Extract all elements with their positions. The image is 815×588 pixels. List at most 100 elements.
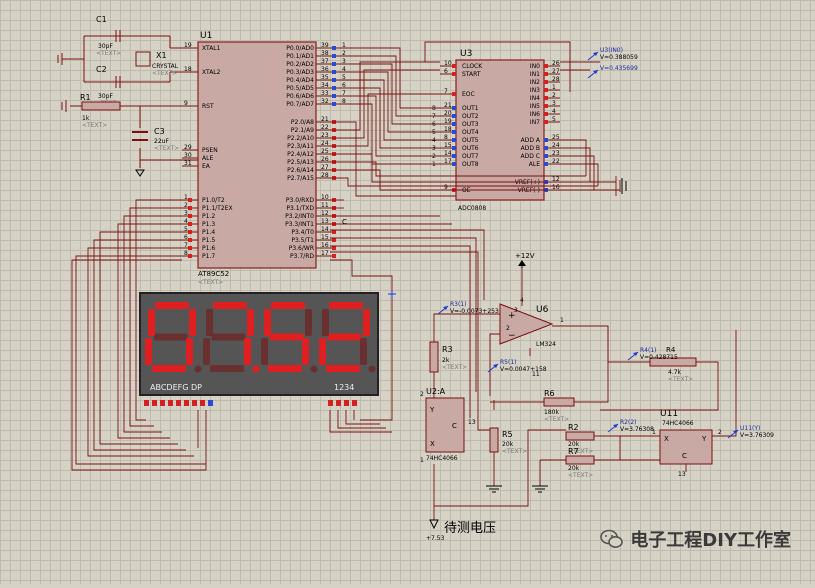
cap-c1[interactable]: C1 30pF <TEXT>: [96, 15, 121, 57]
r5-text: <TEXT>: [502, 448, 527, 455]
adc-pin-number: 27: [552, 68, 560, 75]
display-digit-pin: [336, 400, 341, 406]
display-segment-pin: [144, 400, 149, 406]
mcu-pin-marker: [332, 70, 336, 74]
adc-pin-name: ALE: [529, 161, 540, 168]
segment: [271, 302, 305, 309]
resistor-r2[interactable]: R2 20k <TEXT>: [565, 423, 595, 455]
u11-pin-1: 1: [652, 429, 656, 436]
u11-pin-13: 13: [678, 471, 686, 478]
resistor-r3[interactable]: R3 2k <TEXT>: [429, 341, 467, 373]
r3-text: <TEXT>: [442, 364, 467, 371]
r5-value: 20k: [502, 441, 514, 448]
adc-pin-name: VREF(-): [518, 187, 540, 194]
bus-label: 4: [342, 66, 346, 73]
r3-ref: R3: [442, 345, 453, 354]
mcu-pin-name: P0.2/AD2: [286, 61, 314, 68]
bus-label: 3: [342, 58, 346, 65]
mcu-pin-name: P2.5/A13: [287, 159, 314, 166]
u2a-ref: U2:A: [426, 387, 446, 396]
mcu-pin-number: 5: [184, 226, 188, 233]
resistor-r4[interactable]: R4 4.7k <TEXT>: [649, 346, 697, 383]
adc-pin-name: IN2: [530, 79, 540, 86]
opamp-pin-out: 1: [560, 317, 564, 324]
display-segment-pin: [160, 400, 165, 406]
segment: [211, 333, 246, 341]
adc-pin-name: OUT1: [462, 105, 479, 112]
mcu-pin-number: 37: [321, 58, 329, 65]
adc-pin-marker: [452, 64, 456, 68]
decimal-point: [310, 365, 318, 373]
test-voltage-terminal[interactable]: 待测电压 +7.53: [426, 519, 496, 542]
opamp-pin-plus: 3: [514, 307, 518, 314]
crystal-x1[interactable]: X1 CRYSTAL <TEXT>: [135, 51, 179, 77]
mcu-pin-name: P0.5/AD5: [286, 85, 314, 92]
mcu-pin-name: P2.3/A11: [287, 143, 314, 150]
mcu-pin-marker: [332, 46, 336, 50]
resistor-r7[interactable]: R7 20k <TEXT>: [565, 447, 595, 479]
c3-text: <TEXT>: [154, 145, 179, 152]
mcu-pin-name: P3.1/TXD: [286, 205, 314, 212]
probe-name: R2(2): [620, 419, 637, 426]
mcu-pin-name: P2.6/A14: [287, 167, 314, 174]
mcu-pin-name: P2.2/A10: [287, 135, 314, 142]
r1-value: 1k: [82, 115, 90, 122]
segment: [305, 309, 312, 336]
bus-label: 6: [342, 82, 346, 89]
analog-switch-u11[interactable]: U11 74HC4066 X Y C 1 2 13: [652, 409, 722, 478]
cap-c3[interactable]: C3 22uF <TEXT>: [132, 127, 179, 152]
segment: [148, 309, 155, 336]
watermark: 电子工程DIY工作室: [600, 526, 791, 552]
adc-bus-label: 2: [432, 153, 436, 160]
display-digits: [145, 302, 376, 373]
mcu-pin-name: P0.4/AD4: [286, 77, 314, 84]
mcu-pin-number: 6: [184, 234, 188, 241]
adc-pin-name: ADD C: [521, 153, 540, 160]
c3-ref: C3: [154, 127, 165, 136]
resistor-r5[interactable]: R5 20k <TEXT>: [489, 427, 527, 455]
mcu-pin-number: 31: [184, 160, 192, 167]
mcu-pin-marker: [188, 206, 192, 210]
adc-pin-marker: [452, 114, 456, 118]
mcu-pin-name: P1.4: [202, 229, 215, 236]
adc-pin-marker: [544, 72, 548, 76]
analog-switch-u2a[interactable]: U2:A 74HC4066 Y X C 2 1 13: [420, 387, 476, 464]
display-segment-pin: [208, 400, 213, 406]
adc-pin-number: 19: [444, 118, 452, 125]
segment: [153, 333, 188, 341]
mcu-pin-number: 25: [321, 148, 329, 155]
segment: [152, 365, 186, 372]
mcu-pin-number: 29: [184, 144, 192, 151]
c1-text: <TEXT>: [96, 50, 121, 57]
mcu-pin-name: P2.7/A15: [287, 175, 314, 182]
mcu-pin-marker: [188, 222, 192, 226]
segment: [244, 338, 251, 365]
mcu-pin-marker: [332, 102, 336, 106]
segment: [210, 365, 244, 372]
adc-bus-label: 5: [432, 129, 436, 136]
resistor-r6[interactable]: R6 180k <TEXT>: [543, 389, 575, 423]
mcu-ref: U1: [200, 31, 212, 41]
adc-pin-name: IN5: [530, 103, 540, 110]
mcu-pin-number: 38: [321, 50, 329, 57]
probe-name: R3(1): [450, 301, 467, 308]
adc-pin-marker: [544, 162, 548, 166]
mcu-pin-number: 39: [321, 42, 329, 49]
cap-c2[interactable]: C2 30pF <TEXT>: [96, 65, 121, 107]
adc-pin-marker: [452, 154, 456, 158]
adc-pin-marker: [544, 88, 548, 92]
resistor-r1[interactable]: R1 1k <TEXT>: [80, 93, 121, 129]
opamp-u6[interactable]: U6 LM324 + − 3 2 1 4 11: [499, 297, 564, 378]
adc-pin-number: 9: [444, 184, 448, 191]
seven-segment-display[interactable]: ABCDEFG DP 1234: [139, 292, 379, 406]
segment: [329, 302, 363, 309]
u11-part: 74HC4066: [662, 420, 694, 427]
segment: [268, 365, 302, 372]
bus-label: 5: [342, 74, 346, 81]
adc-pin-marker: [544, 80, 548, 84]
display-digit-pin: [344, 400, 349, 406]
